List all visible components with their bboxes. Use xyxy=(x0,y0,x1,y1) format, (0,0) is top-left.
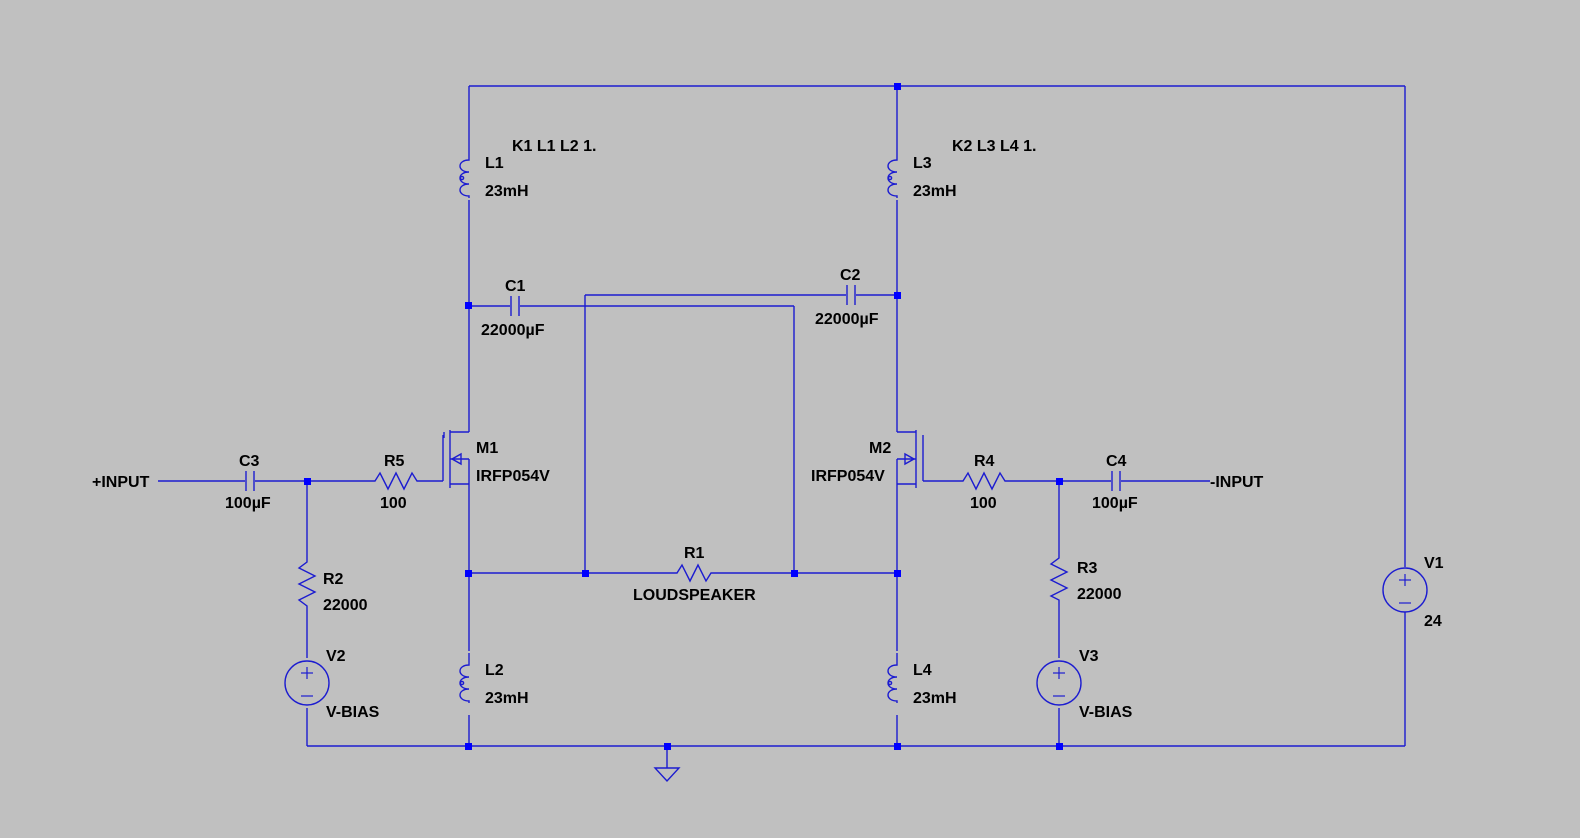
v2-value: V-BIAS xyxy=(326,704,380,721)
capacitor-c4[interactable] xyxy=(1111,471,1121,491)
inductor-l2[interactable] xyxy=(459,652,470,704)
port-minus-input: -INPUT xyxy=(1210,474,1264,491)
m2-name: M2 xyxy=(869,440,891,457)
v3-name: V3 xyxy=(1079,648,1099,665)
c3-value: 100µF xyxy=(225,495,271,512)
m1-name: M1 xyxy=(476,440,498,457)
resistor-r2[interactable] xyxy=(297,555,317,615)
voltage-source-v1[interactable] xyxy=(1382,564,1428,614)
v1-name: V1 xyxy=(1424,555,1444,572)
l2-name: L2 xyxy=(485,662,504,679)
l3-name: L3 xyxy=(913,155,932,172)
resistor-r3[interactable] xyxy=(1049,551,1069,605)
l4-value: 23mH xyxy=(913,690,957,707)
r2-name: R2 xyxy=(323,571,344,588)
v3-value: V-BIAS xyxy=(1079,704,1133,721)
r3-name: R3 xyxy=(1077,560,1098,577)
l1-name: L1 xyxy=(485,155,504,172)
ground-icon xyxy=(653,767,681,783)
m2-value: IRFP054V xyxy=(811,468,885,485)
c2-name: C2 xyxy=(840,267,861,284)
inductor-l3[interactable] xyxy=(887,136,898,199)
r1-value: LOUDSPEAKER xyxy=(633,587,756,604)
resistor-r1[interactable] xyxy=(672,563,716,583)
l3-value: 23mH xyxy=(913,183,957,200)
c2-value: 22000µF xyxy=(815,311,879,328)
c1-value: 22000µF xyxy=(481,322,545,339)
directive-k2: K2 L3 L4 1. xyxy=(952,138,1036,155)
voltage-source-v2[interactable] xyxy=(284,660,330,706)
port-plus-input: +INPUT xyxy=(92,474,150,491)
r5-name: R5 xyxy=(384,453,405,470)
r4-name: R4 xyxy=(974,453,995,470)
v2-name: V2 xyxy=(326,648,346,665)
v1-value: 24 xyxy=(1424,613,1442,630)
r5-value: 100 xyxy=(380,495,407,512)
inductor-l1[interactable] xyxy=(459,136,470,199)
resistor-r4[interactable] xyxy=(958,471,1008,491)
junctions xyxy=(304,83,1063,750)
directive-k1: K1 L1 L2 1. xyxy=(512,138,596,155)
mosfet-m2[interactable] xyxy=(896,418,924,488)
l4-name: L4 xyxy=(913,662,932,679)
inductor-l4[interactable] xyxy=(887,652,898,704)
resistor-r5[interactable] xyxy=(370,471,420,491)
l1-value: 23mH xyxy=(485,183,529,200)
c1-name: C1 xyxy=(505,278,526,295)
mosfet-m1[interactable] xyxy=(442,418,470,488)
voltage-source-v3[interactable] xyxy=(1036,660,1082,706)
l2-value: 23mH xyxy=(485,690,529,707)
capacitor-c2[interactable] xyxy=(846,285,856,305)
r4-value: 100 xyxy=(970,495,997,512)
m1-value: IRFP054V xyxy=(476,468,550,485)
r3-value: 22000 xyxy=(1077,586,1122,603)
wires xyxy=(158,85,1406,768)
capacitor-c1[interactable] xyxy=(510,296,520,316)
c4-value: 100µF xyxy=(1092,495,1138,512)
capacitor-c3[interactable] xyxy=(245,471,255,491)
r2-value: 22000 xyxy=(323,597,368,614)
r1-name: R1 xyxy=(684,545,705,562)
c3-name: C3 xyxy=(239,453,260,470)
c4-name: C4 xyxy=(1106,453,1127,470)
